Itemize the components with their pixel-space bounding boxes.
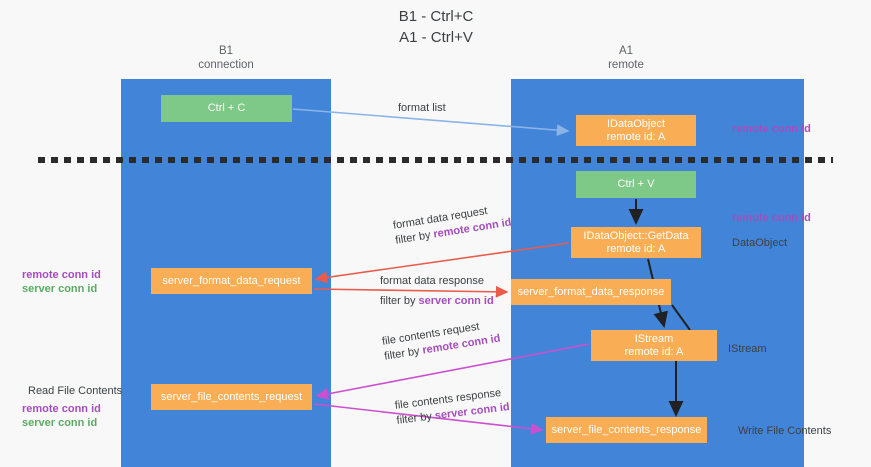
box-ctrl-v-label: Ctrl + V <box>617 178 655 190</box>
filter-prefix: filter by <box>395 410 436 427</box>
box-server-format-data-request[interactable]: server_format_data_request <box>151 268 312 294</box>
title-line-1: B1 - Ctrl+C <box>398 8 474 25</box>
box-server-format-data-request-label: server_format_data_request <box>162 274 301 287</box>
box-server-file-contents-request-label: server_file_contents_request <box>160 390 303 403</box>
box-ctrl-c-label: Ctrl + C <box>207 102 246 114</box>
box-server-file-contents-response-label: server_file_contents_response <box>551 423 702 436</box>
edge-label-format-data-response-filter: filter by server conn id <box>380 294 494 309</box>
annotation-dataobject: DataObject <box>732 237 788 249</box>
box-idataobject-getdata[interactable]: IDataObject::GetData remote id: A <box>571 227 701 258</box>
box-getdata-line1: IDataObject::GetData <box>583 229 689 242</box>
title-line-2: A1 - Ctrl+V <box>399 29 473 46</box>
lane-header-a1: A1 remote <box>551 45 701 72</box>
box-ctrl-c[interactable]: Ctrl + C <box>161 95 292 122</box>
edge-label-format-data-response: format data response filter by server co… <box>380 274 494 309</box>
lane-header-a1-name: A1 <box>618 45 634 57</box>
box-idataobject[interactable]: IDataObject remote id: A <box>576 115 696 146</box>
annotation-left-low-remote-conn-id: remote conn id <box>22 403 101 415</box>
filter-prefix: filter by <box>380 295 419 307</box>
annotation-read-file-contents: Read File Contents <box>28 385 123 397</box>
box-istream-line2: remote id: A <box>624 345 684 358</box>
annotation-left-low-server-conn-id: server conn id <box>22 417 98 429</box>
box-server-format-data-response-label: server_format_data_response <box>517 285 665 298</box>
wire-response-istream <box>671 304 691 331</box>
box-idataobject-line1: IDataObject <box>606 117 666 130</box>
edge-label-format-list: format list <box>398 102 446 114</box>
annotation-left-mid-remote-conn-id: remote conn id <box>22 269 101 281</box>
filter-key-server-conn-id: server conn id <box>418 295 494 307</box>
lane-header-b1-role: connection <box>198 58 254 71</box>
wire-format-data-request <box>314 242 570 284</box>
box-server-file-contents-request[interactable]: server_file_contents_request <box>151 384 312 410</box>
annotation-left-mid-server-conn-id: server conn id <box>22 283 98 295</box>
lane-header-a1-role: remote <box>608 58 644 71</box>
lane-header-b1-name: B1 <box>218 45 234 57</box>
wire-file-contents-response <box>313 403 544 435</box>
edge-label-format-data-response-text: format data response <box>380 275 484 287</box>
box-istream[interactable]: IStream remote id: A <box>591 330 717 361</box>
box-getdata-line2: remote id: A <box>606 242 666 255</box>
annotation-remote-conn-id-mid: remote conn id <box>732 212 811 224</box>
annotation-istream: IStream <box>728 343 767 355</box>
annotation-write-file-contents: Write File Contents <box>738 425 832 437</box>
page-title: B1 - Ctrl+C A1 - Ctrl+V <box>236 6 636 48</box>
annotation-remote-conn-id-top: remote conn id <box>732 123 811 135</box>
lane-header-b1: B1 connection <box>151 45 301 72</box>
box-server-file-contents-response[interactable]: server_file_contents_response <box>546 417 707 443</box>
phase-divider <box>38 157 833 163</box>
wire-format-list <box>292 108 570 137</box>
wire-file-contents-request <box>315 343 590 400</box>
box-istream-line1: IStream <box>634 332 674 345</box>
annotation-group-left-mid: remote conn id server conn id <box>22 268 101 296</box>
annotation-group-left-low: remote conn id server conn id <box>22 402 101 430</box>
box-idataobject-line2: remote id: A <box>606 130 666 143</box>
wire-format-data-response <box>313 285 509 298</box>
box-server-format-data-response[interactable]: server_format_data_response <box>511 279 671 305</box>
box-ctrl-v[interactable]: Ctrl + V <box>576 171 696 198</box>
